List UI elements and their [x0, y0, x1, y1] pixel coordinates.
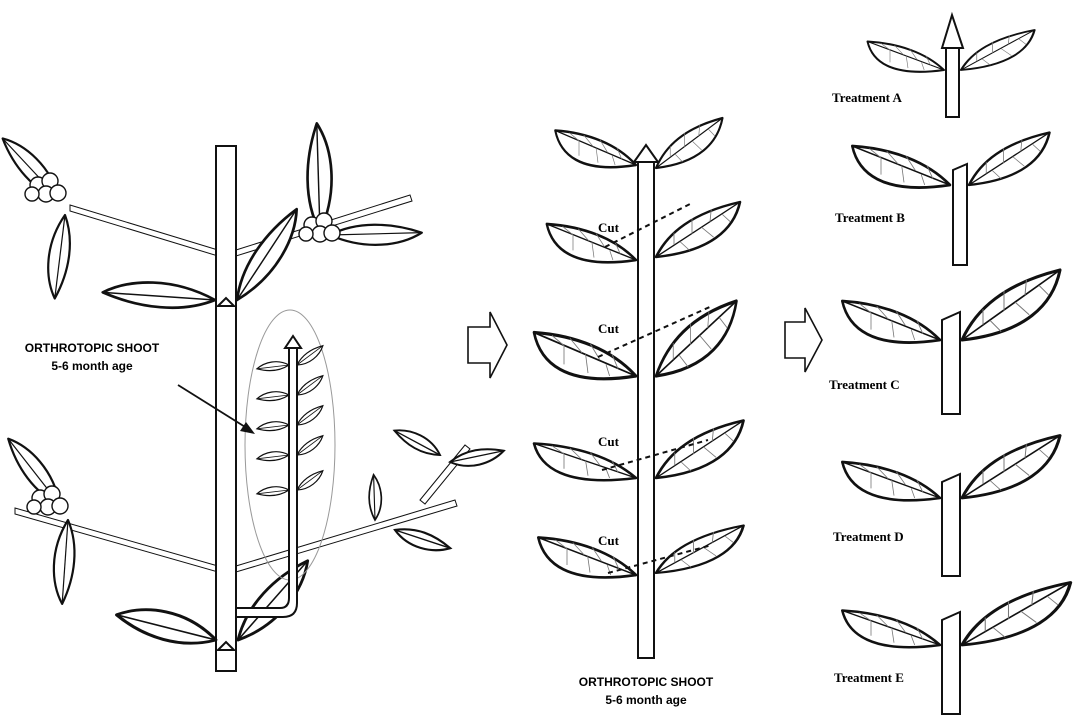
middle-shoot-label-line1: ORTHROTOPIC SHOOT — [579, 675, 714, 689]
main-stem — [216, 146, 236, 671]
cut-label: Cut — [598, 321, 620, 336]
treatment-label: Treatment A — [832, 90, 903, 105]
treatment-label: Treatment C — [829, 377, 900, 392]
treatment-label: Treatment D — [833, 529, 904, 544]
leaf — [394, 417, 441, 467]
leaf — [547, 224, 636, 262]
middle-stem — [638, 160, 654, 658]
treatment-b-cutting — [852, 133, 1049, 266]
left-shoot-label-line2: 5-6 month age — [51, 359, 133, 373]
leaf — [656, 421, 744, 479]
leaf — [30, 214, 89, 298]
treatment-e-cutting — [842, 583, 1070, 715]
process-arrow-1 — [468, 312, 507, 378]
process-arrow-2 — [785, 308, 822, 372]
lower-left-branch — [15, 508, 218, 572]
treatment-label: Treatment B — [835, 210, 905, 225]
middle-shoot-label-line2: 5-6 month age — [605, 693, 687, 707]
emerging-shoot — [236, 336, 326, 617]
leaf — [103, 261, 216, 329]
leaf — [656, 301, 737, 376]
cut-label: Cut — [598, 220, 620, 235]
leaf — [116, 583, 217, 670]
leaf — [450, 442, 504, 472]
pointer-arrow — [178, 385, 250, 430]
leaf — [538, 538, 636, 578]
leaf — [555, 131, 636, 168]
treatment-d-cutting — [842, 436, 1060, 577]
leaf — [534, 333, 636, 379]
cut-label: Cut — [598, 434, 620, 449]
middle-stem-tip — [634, 145, 658, 162]
treatment-label: Treatment E — [834, 670, 904, 685]
berry-cluster — [299, 213, 340, 242]
leaf — [656, 118, 723, 168]
left-plant: ORTHROTOPIC SHOOT 5-6 month age — [2, 123, 503, 671]
middle-shoot: Cut Cut Cut Cut ORTHROTOPIC SHOOT 5-6 mo… — [534, 118, 744, 707]
berry-cluster — [27, 486, 68, 515]
leaf — [359, 475, 390, 521]
treatment-c-cutting — [842, 270, 1060, 414]
leaf — [656, 202, 740, 257]
leaf — [534, 444, 636, 481]
cut-label: Cut — [598, 533, 620, 548]
left-shoot-label-line1: ORTHROTOPIC SHOOT — [25, 341, 160, 355]
upper-left-branch — [70, 205, 218, 256]
pointer-arrowhead — [240, 422, 255, 434]
